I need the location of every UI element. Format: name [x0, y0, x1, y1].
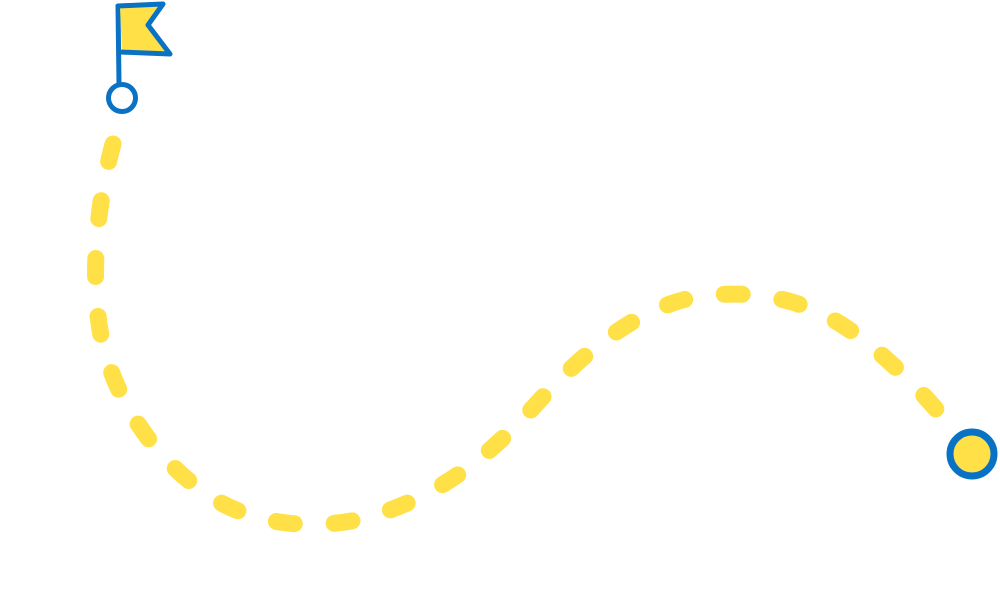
- flag-icon: [115, 1, 173, 57]
- flag-pole: [115, 3, 122, 87]
- filled-circle-marker-icon: [946, 428, 998, 480]
- dashed-route-path: [87, 135, 954, 533]
- ring-marker-icon: [106, 82, 138, 114]
